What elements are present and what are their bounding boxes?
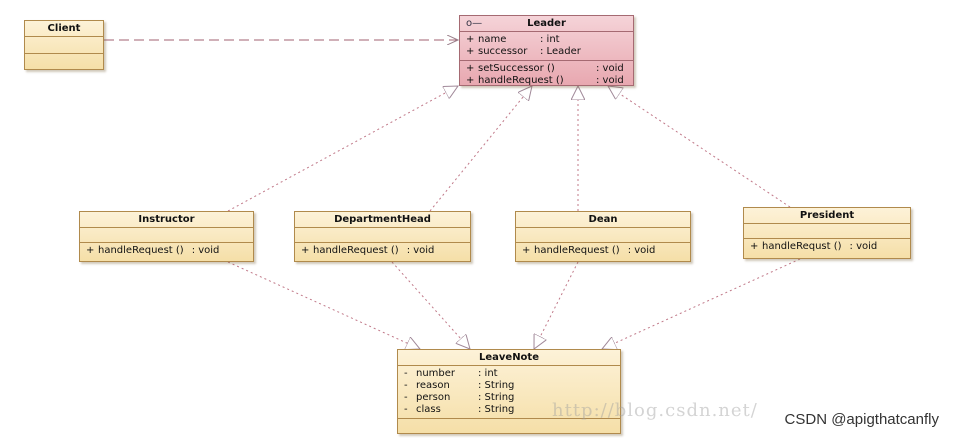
visibility-marker: -	[404, 404, 408, 415]
departmenthead-class[interactable]: DepartmentHead + handleRequest () : void	[294, 211, 471, 262]
attribute-name: person	[416, 392, 451, 403]
class-name: President	[744, 208, 910, 224]
interface-icon: o—	[466, 18, 483, 29]
attributes-section: + name : int + successor : Leader	[460, 32, 633, 61]
class-name: Dean	[516, 212, 690, 228]
operation-row: + handleRequest () : void	[522, 245, 690, 257]
class-name: LeaveNote	[398, 350, 620, 366]
visibility-marker: +	[466, 63, 475, 74]
attribute-name: reason	[416, 380, 450, 391]
class-name: Leader	[527, 18, 566, 29]
operation-type: : void	[596, 75, 624, 86]
president-uses-leavenote	[602, 258, 801, 349]
operation-type: : void	[191, 245, 220, 256]
attribute-row: - number : int	[404, 368, 620, 380]
visibility-marker: +	[301, 245, 310, 256]
visibility-marker: -	[404, 392, 408, 403]
visibility-marker: -	[404, 380, 408, 391]
operations-section: + handleRequest () : void	[295, 243, 470, 259]
attribute-row: + name : int	[466, 34, 633, 46]
attribute-name: number	[416, 368, 456, 379]
interface-header: o— Leader	[460, 16, 633, 32]
attribute-row: - person : String	[404, 392, 620, 404]
instructor-class[interactable]: Instructor + handleRequest () : void	[79, 211, 254, 262]
attribute-type: : String	[478, 404, 515, 415]
ghost-watermark: http://blog.csdn.net/	[552, 400, 758, 421]
attribute-row: + successor : Leader	[466, 46, 633, 58]
visibility-marker: +	[466, 75, 475, 86]
operation-name: handleRequst ()	[762, 241, 842, 252]
operation-name: handleRequest ()	[313, 245, 399, 256]
operation-row: + handleRequest () : void	[466, 75, 633, 86]
operation-row: + handleRequst () : void	[750, 241, 910, 253]
operation-type: : void	[849, 241, 878, 252]
visibility-marker: +	[750, 241, 759, 252]
attributes-section	[295, 228, 470, 243]
attributes-section: - number : int - reason : String - perso…	[398, 366, 620, 419]
leavenote-class[interactable]: LeaveNote - number : int - reason : Stri…	[397, 349, 621, 434]
attributes-section	[744, 224, 910, 239]
attributes-section	[516, 228, 690, 243]
operation-name: handleRequest ()	[534, 245, 620, 256]
operation-type: : void	[406, 245, 435, 256]
attribute-row: - reason : String	[404, 380, 620, 392]
attribute-type: : String	[478, 380, 515, 391]
dean-class[interactable]: Dean + handleRequest () : void	[515, 211, 691, 262]
departmenthead-realizes-leader	[429, 86, 532, 212]
operations-section: + setSuccessor () : void + handleRequest…	[460, 61, 633, 86]
attribute-name: class	[416, 404, 441, 415]
attribute-name: successor	[478, 46, 528, 57]
visibility-marker: -	[404, 368, 408, 379]
operation-row: + handleRequest () : void	[301, 245, 470, 257]
operation-name: handleRequest ()	[98, 245, 184, 256]
operation-name: handleRequest ()	[478, 75, 564, 86]
class-name: DepartmentHead	[295, 212, 470, 228]
visibility-marker: +	[522, 245, 531, 256]
attribute-row: - class : String	[404, 404, 620, 416]
attributes-section	[80, 228, 253, 243]
attribute-type: : Leader	[540, 46, 581, 57]
csdn-watermark: CSDN @apigthatcanfly	[784, 411, 939, 428]
leader-interface[interactable]: o— Leader + name : int + successor : Lea…	[459, 15, 634, 86]
class-name: Instructor	[80, 212, 253, 228]
operation-type: : void	[596, 63, 624, 74]
attribute-type: : int	[478, 368, 498, 379]
operations-section: + handleRequst () : void	[744, 239, 910, 255]
instructor-realizes-leader	[227, 86, 458, 212]
operation-name: setSuccessor ()	[478, 63, 555, 74]
visibility-marker: +	[466, 46, 475, 57]
attribute-type: : String	[478, 392, 515, 403]
president-class[interactable]: President + handleRequst () : void	[743, 207, 911, 259]
visibility-marker: +	[466, 34, 475, 45]
instructor-uses-leavenote	[227, 261, 420, 349]
attributes-section	[25, 37, 103, 54]
president-realizes-leader	[608, 86, 791, 208]
operations-section	[25, 54, 103, 63]
operation-row: + setSuccessor () : void	[466, 63, 633, 75]
attribute-type: : int	[540, 34, 560, 45]
operation-type: : void	[627, 245, 656, 256]
class-name: Client	[25, 21, 103, 37]
departmenthead-uses-leavenote	[391, 261, 470, 349]
operation-row: + handleRequest () : void	[86, 245, 253, 257]
client-class[interactable]: Client	[24, 20, 104, 70]
attribute-name: name	[478, 34, 507, 45]
operations-section: + handleRequest () : void	[516, 243, 690, 259]
operations-section: + handleRequest () : void	[80, 243, 253, 259]
visibility-marker: +	[86, 245, 95, 256]
dean-uses-leavenote	[534, 261, 579, 349]
